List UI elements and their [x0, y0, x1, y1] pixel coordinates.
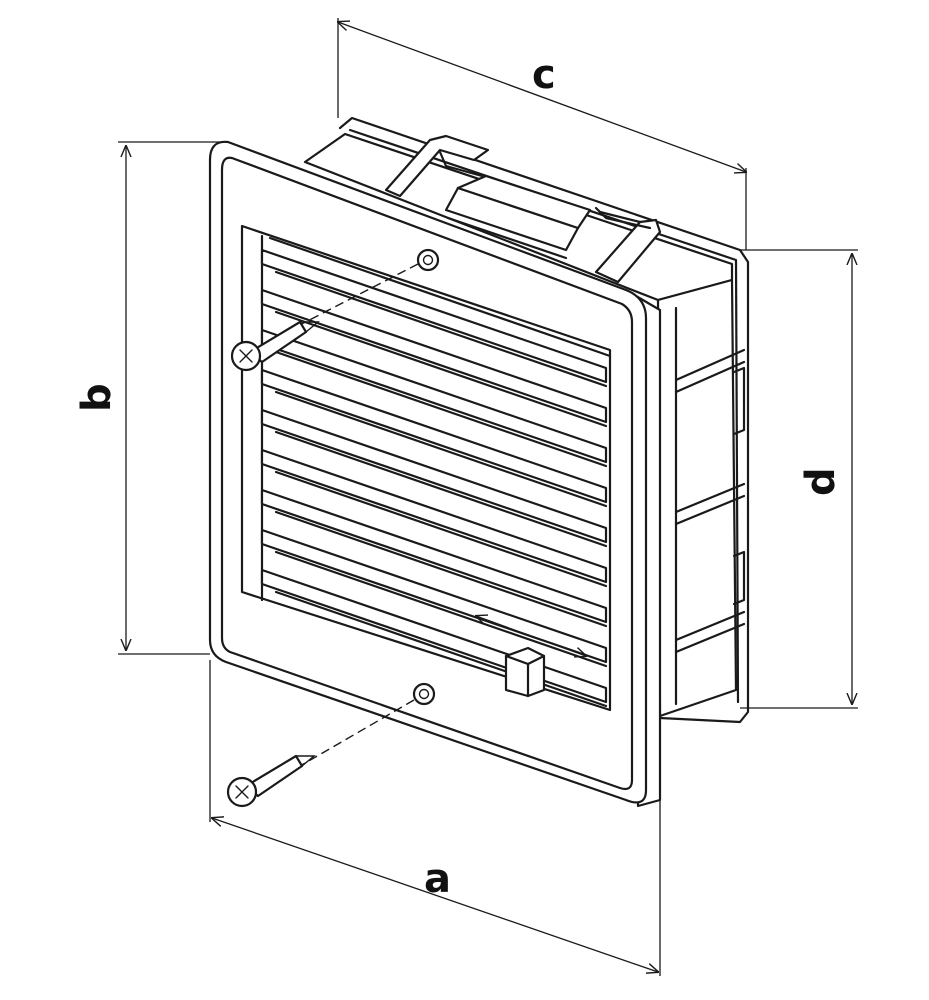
louvre-edge	[274, 510, 608, 628]
louvre-edge	[274, 430, 608, 548]
louvre-edge	[274, 350, 608, 468]
dimension-label-c: c	[532, 52, 556, 98]
screw-top	[230, 248, 440, 372]
louvre-blade	[260, 328, 608, 464]
louvre-blade	[260, 488, 608, 624]
dimension-label-d: d	[798, 467, 844, 496]
louvre-edge	[274, 310, 608, 428]
louvre-blade	[260, 448, 608, 584]
dimension-label-a: a	[424, 856, 451, 902]
louvre-blade	[260, 248, 608, 384]
louvre-edge	[274, 270, 608, 388]
dimension-d: d	[740, 249, 858, 709]
dimension-a: a	[210, 660, 660, 976]
dimension-label-b: b	[74, 383, 120, 412]
louvre-edge	[274, 390, 608, 508]
louvre-blade	[260, 408, 608, 544]
slider-knob[interactable]	[476, 616, 586, 698]
screw-bottom	[226, 682, 436, 808]
louvre-blade	[260, 368, 608, 504]
louvre-blade	[260, 288, 608, 424]
slide-direction-arrow	[476, 616, 586, 656]
louvre-edge	[274, 590, 608, 708]
louvre-edge	[274, 470, 608, 588]
dimension-b: b	[74, 141, 228, 655]
dimension-c: c	[338, 18, 746, 250]
